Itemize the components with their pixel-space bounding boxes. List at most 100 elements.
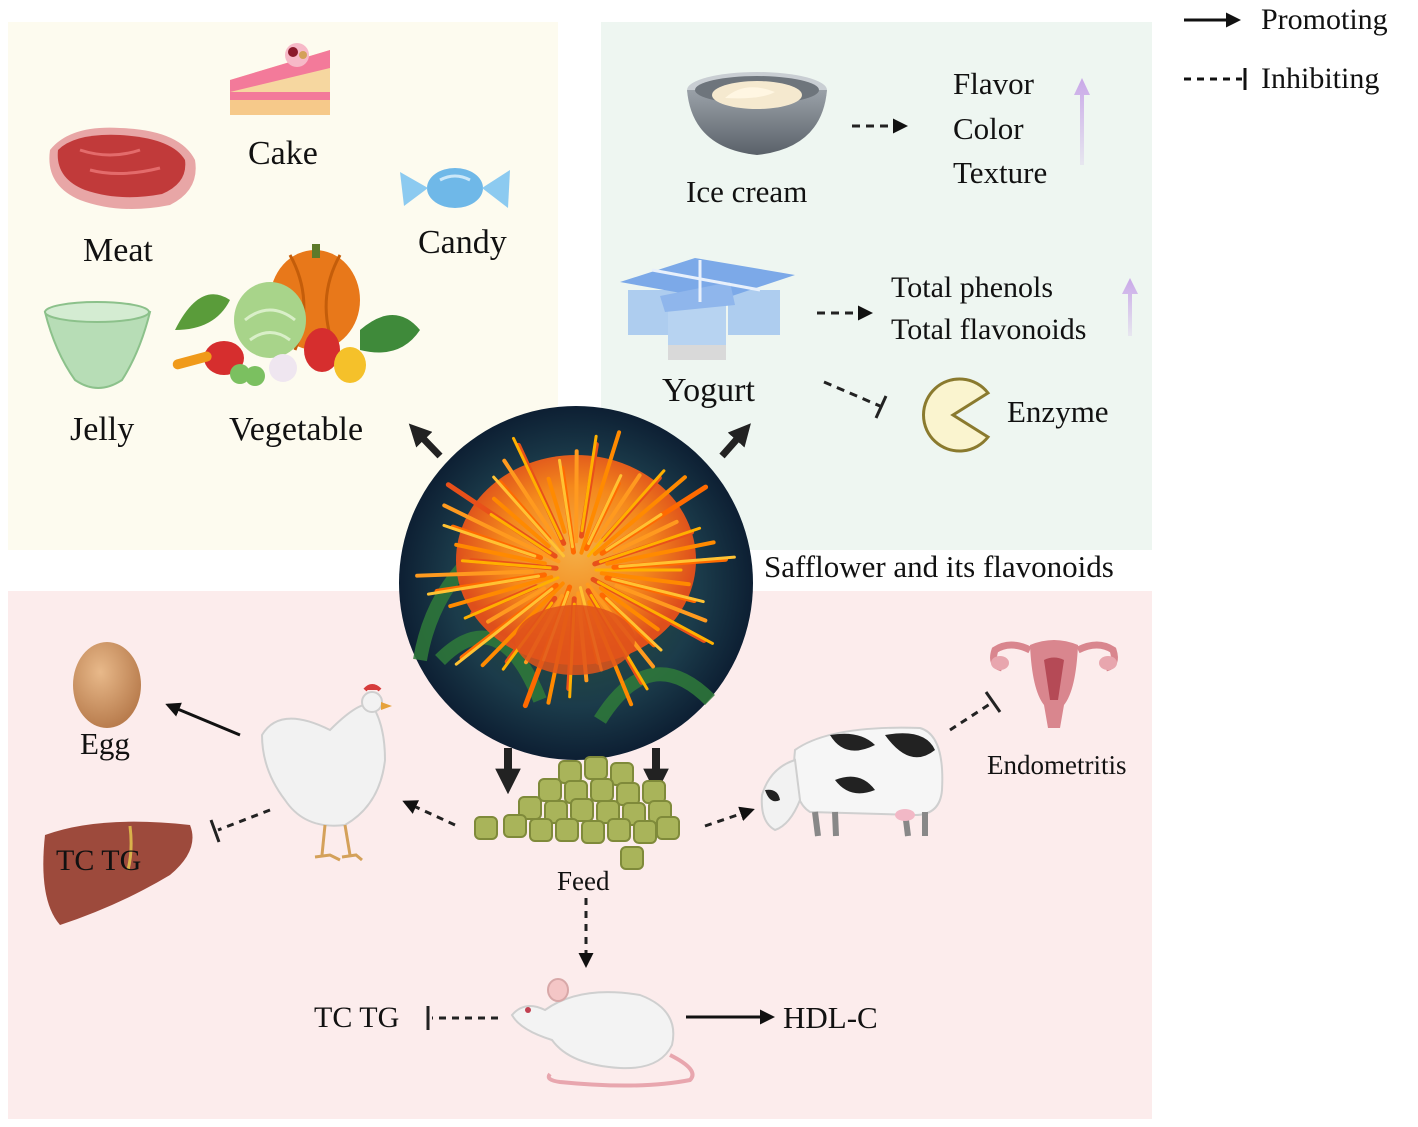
ice-cream-effect-color: Color bbox=[953, 111, 1024, 146]
feed-pellet bbox=[570, 798, 594, 822]
petal bbox=[592, 475, 687, 556]
feed-pellet bbox=[503, 814, 527, 838]
feed-pellet bbox=[590, 778, 614, 802]
feed-pellet bbox=[518, 796, 542, 820]
ice-cream-up-arrow bbox=[1074, 78, 1090, 165]
meat-icon bbox=[49, 127, 196, 209]
legend bbox=[1184, 12, 1247, 90]
enzyme-icon bbox=[922, 377, 991, 453]
rat-promote-label: HDL-C bbox=[783, 1000, 878, 1035]
petal bbox=[489, 512, 552, 555]
center-title: Safflower and its flavonoids bbox=[764, 549, 1114, 584]
arrow-to-dairy bbox=[719, 423, 751, 459]
vegetable-label: Vegetable bbox=[229, 411, 364, 448]
feed-label: Feed bbox=[557, 866, 610, 896]
petal bbox=[587, 474, 623, 546]
petal bbox=[426, 574, 541, 596]
feed-pellet bbox=[633, 820, 657, 844]
petal bbox=[486, 586, 547, 624]
feed-pellet bbox=[607, 818, 631, 842]
petal bbox=[463, 576, 560, 620]
feed-pellet bbox=[620, 846, 644, 870]
legend-inhibiting-label: Inhibiting bbox=[1261, 62, 1380, 95]
hen-to-egg-arrow bbox=[165, 702, 241, 737]
yogurt-effect-flavonoids: Total flavonoids bbox=[891, 313, 1087, 346]
petal bbox=[492, 475, 566, 558]
petal bbox=[454, 542, 547, 566]
cake-label: Cake bbox=[248, 135, 318, 172]
cow-to-uterus-inhibit-bar bbox=[984, 691, 1002, 713]
cow-to-uterus-inhibit-line bbox=[949, 700, 994, 732]
egg-icon bbox=[73, 642, 141, 728]
jelly-icon bbox=[43, 301, 152, 389]
feed-pellet bbox=[538, 778, 562, 802]
petal bbox=[580, 434, 598, 533]
petal bbox=[442, 523, 537, 558]
petal bbox=[454, 587, 554, 666]
petal bbox=[596, 580, 714, 645]
cake-icon bbox=[230, 43, 330, 115]
feed-pellet bbox=[584, 756, 608, 780]
petal bbox=[546, 476, 567, 534]
petal bbox=[593, 473, 642, 543]
petal bbox=[557, 458, 575, 549]
feed-to-hen-arrow bbox=[402, 800, 456, 827]
petal bbox=[502, 458, 565, 552]
rat-icon bbox=[510, 978, 695, 1088]
yogurt-label: Yogurt bbox=[662, 372, 755, 409]
feed-pellets-icon bbox=[474, 756, 680, 870]
legend-promoting-label: Promoting bbox=[1261, 3, 1388, 36]
liver-icon bbox=[43, 821, 193, 925]
petal bbox=[442, 503, 561, 564]
feed-pellet bbox=[558, 760, 582, 784]
yogurt-inhibit-bar bbox=[874, 395, 888, 419]
petal bbox=[605, 512, 663, 552]
arrow-to-food bbox=[408, 423, 443, 459]
petal bbox=[492, 496, 551, 549]
feed-pellet bbox=[555, 818, 579, 842]
petal bbox=[598, 526, 702, 564]
petal bbox=[586, 469, 666, 558]
feed-pellet bbox=[616, 782, 640, 806]
feed-pellet bbox=[610, 762, 634, 786]
petal bbox=[618, 555, 736, 568]
cow-icon bbox=[760, 726, 944, 837]
petal bbox=[611, 577, 705, 604]
petal bbox=[612, 519, 679, 554]
safflower-icon bbox=[399, 406, 753, 760]
hen-icon bbox=[260, 684, 392, 862]
petal bbox=[448, 575, 554, 609]
vegetable-icon bbox=[172, 244, 420, 386]
yogurt-effect-phenols: Total phenols bbox=[891, 271, 1054, 304]
feed-pellet bbox=[642, 780, 666, 804]
ice-cream-label: Ice cream bbox=[686, 174, 808, 209]
meat-label: Meat bbox=[83, 232, 153, 269]
petal bbox=[579, 430, 622, 555]
yogurt-up-arrow bbox=[1122, 278, 1138, 336]
egg-label: Egg bbox=[80, 726, 130, 761]
feed-pellet bbox=[529, 818, 553, 842]
petal bbox=[605, 540, 716, 566]
uterus-icon bbox=[990, 640, 1118, 728]
endometritis-label: Endometritis bbox=[987, 750, 1127, 780]
hen-to-liver-inhibit-line bbox=[217, 808, 271, 832]
safflower-petals bbox=[415, 430, 736, 709]
jelly-label: Jelly bbox=[70, 411, 135, 448]
candy-icon bbox=[400, 168, 510, 208]
yogurt-inhibit-line bbox=[823, 380, 881, 408]
candy-label: Candy bbox=[418, 224, 507, 261]
feed-pellet bbox=[656, 816, 680, 840]
rat-inhibit-label: TC TG bbox=[314, 1001, 400, 1034]
liver-label: TC TG bbox=[56, 844, 142, 877]
petal bbox=[598, 586, 660, 632]
enzyme-label: Enzyme bbox=[1007, 394, 1109, 429]
petal bbox=[604, 597, 663, 652]
feed-pellet bbox=[581, 820, 605, 844]
ice-cream-effect-texture: Texture bbox=[953, 155, 1048, 190]
feed-pellet bbox=[474, 816, 498, 840]
petal bbox=[512, 436, 563, 541]
petal bbox=[574, 449, 579, 544]
petal bbox=[614, 583, 708, 623]
ice-cream-icon bbox=[687, 72, 827, 155]
